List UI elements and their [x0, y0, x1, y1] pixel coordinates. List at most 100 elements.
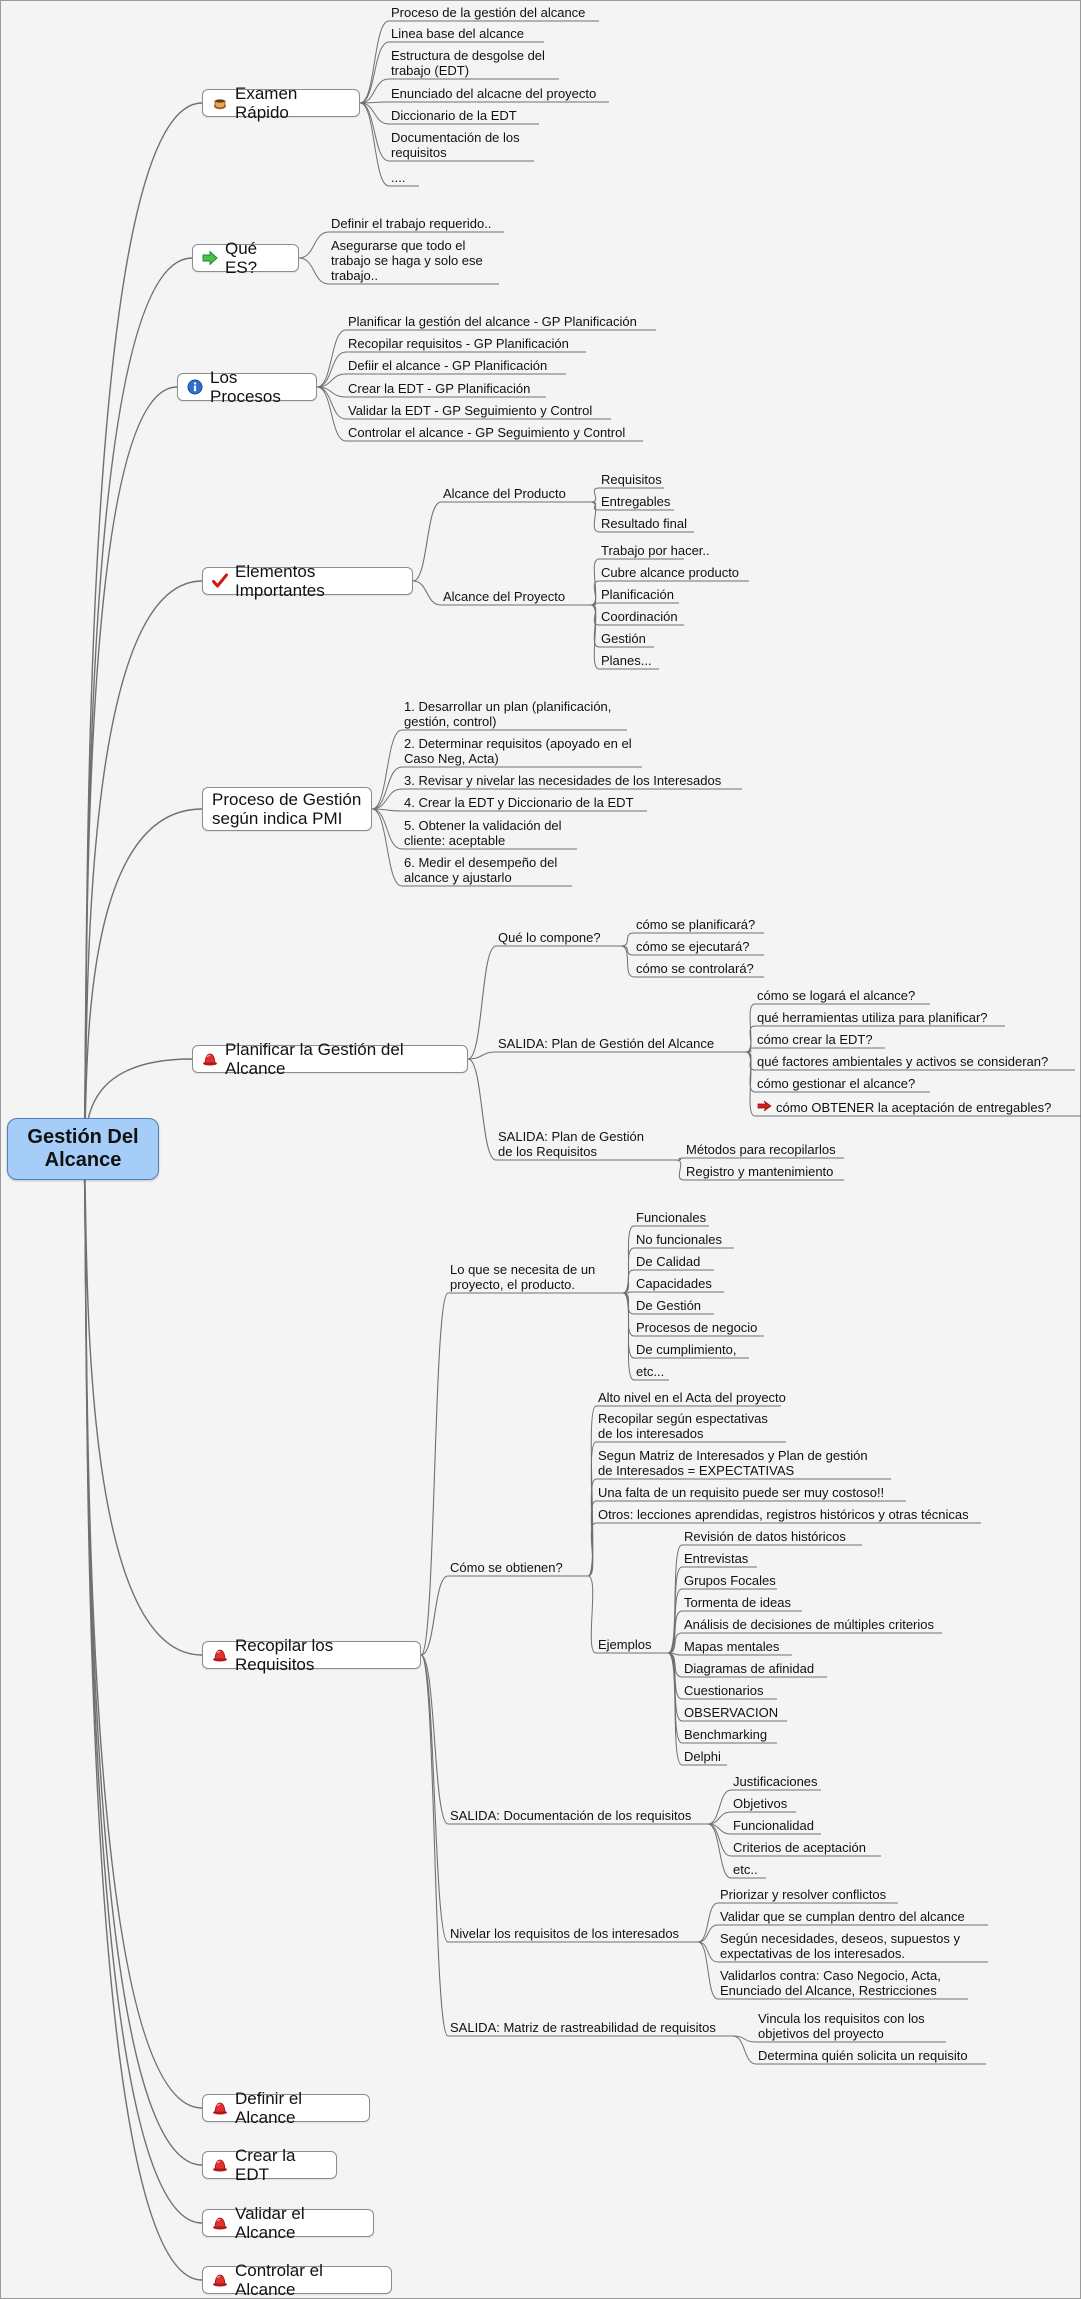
procesos-item[interactable]: Crear la EDT - GP Planificación [346, 381, 532, 396]
branch-crear-edt[interactable]: Crear la EDT [202, 2146, 337, 2184]
planificar-item[interactable]: cómo OBTENER la aceptación de entregable… [755, 1100, 1053, 1115]
recopilar-item[interactable]: Funcionalidad [731, 1818, 816, 1833]
planificar-item[interactable]: Métodos para recopilarlos [684, 1142, 838, 1157]
recopilar-item[interactable]: etc... [634, 1364, 666, 1379]
recopilar-item[interactable]: De Calidad [634, 1254, 702, 1269]
recopilar-item[interactable]: Procesos de negocio [634, 1320, 759, 1335]
recopilar-item[interactable]: Alto nivel en el Acta del proyecto [596, 1390, 788, 1405]
pmi-step[interactable]: 4. Crear la EDT y Diccionario de la EDT [402, 795, 636, 810]
elementos-item[interactable]: Cubre alcance producto [599, 565, 741, 580]
planificar-item[interactable]: cómo se planificará? [634, 917, 757, 932]
elementos-item[interactable]: Planes... [599, 653, 654, 668]
recopilar-item[interactable]: Justificaciones [731, 1774, 820, 1789]
procesos-item[interactable]: Controlar el alcance - GP Seguimiento y … [346, 425, 627, 440]
tecnica-item[interactable]: OBSERVACION [682, 1705, 780, 1720]
tecnica-item[interactable]: Cuestionarios [682, 1683, 766, 1698]
planificar-group[interactable]: Qué lo compone? [496, 930, 603, 945]
procesos-item[interactable]: Defiir el alcance - GP Planificación [346, 358, 549, 373]
planificar-item[interactable]: cómo se controlará? [634, 961, 756, 976]
branch-validar-alcance[interactable]: Validar el Alcance [202, 2204, 374, 2242]
examen-item[interactable]: Diccionario de la EDT [389, 108, 519, 123]
recopilar-item[interactable]: De Gestión [634, 1298, 703, 1313]
planificar-group[interactable]: SALIDA: Plan de Gestión del Alcance [496, 1036, 716, 1051]
planificar-item[interactable]: qué herramientas utiliza para planificar… [755, 1010, 990, 1025]
recopilar-group[interactable]: Cómo se obtienen? [448, 1560, 565, 1575]
branch-que-es[interactable]: Qué ES? [192, 239, 299, 277]
recopilar-item[interactable]: Priorizar y resolver conflictos [718, 1887, 888, 1902]
recopilar-item[interactable]: Validarlos contra: Caso Negocio, Acta,En… [718, 1968, 943, 1998]
recopilar-item[interactable]: Validar que se cumplan dentro del alcanc… [718, 1909, 967, 1924]
recopilar-item[interactable]: Determina quién solicita un requisito [756, 2048, 970, 2063]
recopilar-item[interactable]: Capacidades [634, 1276, 714, 1291]
recopilar-group[interactable]: SALIDA: Matriz de rastreabilidad de requ… [448, 2020, 718, 2035]
planificar-item[interactable]: cómo gestionar el alcance? [755, 1076, 917, 1091]
tecnica-item[interactable]: Mapas mentales [682, 1639, 781, 1654]
pmi-step[interactable]: 1. Desarrollar un plan (planificación,ge… [402, 699, 613, 729]
elementos-item[interactable]: Planificación [599, 587, 676, 602]
recopilar-item[interactable]: De cumplimiento, [634, 1342, 738, 1357]
recopilar-item[interactable]: No funcionales [634, 1232, 724, 1247]
examen-item[interactable]: Proceso de la gestión del alcance [389, 5, 587, 20]
branch-controlar-alcance[interactable]: Controlar el Alcance [202, 2261, 392, 2299]
branch-recopilar-requisitos[interactable]: Recopilar los Requisitos [202, 1636, 421, 1674]
elementos-item[interactable]: Resultado final [599, 516, 689, 531]
recopilar-item[interactable]: Funcionales [634, 1210, 708, 1225]
planificar-item[interactable]: cómo se ejecutará? [634, 939, 751, 954]
tecnica-item[interactable]: Entrevistas [682, 1551, 750, 1566]
node-text-line: Planificar la gestión del alcance - GP P… [348, 314, 637, 329]
planificar-item[interactable]: Registro y mantenimiento [684, 1164, 835, 1179]
tecnica-item[interactable]: Grupos Focales [682, 1573, 778, 1588]
tecnica-item[interactable]: Delphi [682, 1749, 723, 1764]
recopilar-item[interactable]: Segun Matriz de Interesados y Plan de ge… [596, 1448, 870, 1478]
tecnica-item[interactable]: Revisión de datos históricos [682, 1529, 848, 1544]
recopilar-item[interactable]: Objetivos [731, 1796, 789, 1811]
central-topic[interactable]: Gestión Del Alcance [7, 1118, 159, 1180]
elementos-group[interactable]: Alcance del Proyecto [441, 589, 567, 604]
tecnica-item[interactable]: Análisis de decisiones de múltiples crit… [682, 1617, 936, 1632]
elementos-item[interactable]: Gestión [599, 631, 648, 646]
elementos-item[interactable]: Coordinación [599, 609, 680, 624]
recopilar-group[interactable]: Nivelar los requisitos de los interesado… [448, 1926, 681, 1941]
tecnica-item[interactable]: Tormenta de ideas [682, 1595, 793, 1610]
examen-item[interactable]: Linea base del alcance [389, 26, 526, 41]
elementos-item[interactable]: Entregables [599, 494, 672, 509]
recopilar-group[interactable]: SALIDA: Documentación de los requisitos [448, 1808, 693, 1823]
branch-definir-alcance[interactable]: Definir el Alcance [202, 2089, 370, 2127]
recopilar-item[interactable]: Una falta de un requisito puede ser muy … [596, 1485, 886, 1500]
tecnica-item[interactable]: Diagramas de afinidad [682, 1661, 816, 1676]
recopilar-item[interactable]: Criterios de aceptación [731, 1840, 868, 1855]
recopilar-subgroup[interactable]: Ejemplos [596, 1637, 653, 1652]
que-es-item[interactable]: Definir el trabajo requerido.. [329, 216, 493, 231]
recopilar-item[interactable]: etc.. [731, 1862, 760, 1877]
branch-los-procesos[interactable]: Los Procesos [177, 368, 317, 406]
branch-proceso-pmi[interactable]: Proceso de Gestión según indica PMI [202, 787, 372, 831]
planificar-item[interactable]: cómo se logará el alcance? [755, 988, 917, 1003]
branch-elementos-importantes[interactable]: Elementos Importantes [202, 562, 413, 600]
tecnica-item[interactable]: Benchmarking [682, 1727, 769, 1742]
examen-item[interactable]: .... [389, 170, 407, 185]
branch-examen-rapido[interactable]: Examen Rápido [202, 84, 360, 122]
branch-planificar-gestion[interactable]: Planificar la Gestión del Alcance [192, 1040, 468, 1078]
procesos-item[interactable]: Recopilar requisitos - GP Planificación [346, 336, 571, 351]
planificar-item[interactable]: qué factores ambientales y activos se co… [755, 1054, 1050, 1069]
elementos-item[interactable]: Requisitos [599, 472, 664, 487]
planificar-item[interactable]: cómo crear la EDT? [755, 1032, 875, 1047]
pmi-step[interactable]: 3. Revisar y nivelar las necesidades de … [402, 773, 723, 788]
elementos-group[interactable]: Alcance del Producto [441, 486, 568, 501]
recopilar-item[interactable]: Otros: lecciones aprendidas, registros h… [596, 1507, 971, 1522]
procesos-item[interactable]: Planificar la gestión del alcance - GP P… [346, 314, 639, 329]
examen-item[interactable]: Enunciado del alcacne del proyecto [389, 86, 598, 101]
procesos-item[interactable]: Validar la EDT - GP Seguimiento y Contro… [346, 403, 594, 418]
elementos-item[interactable]: Trabajo por hacer.. [599, 543, 712, 558]
